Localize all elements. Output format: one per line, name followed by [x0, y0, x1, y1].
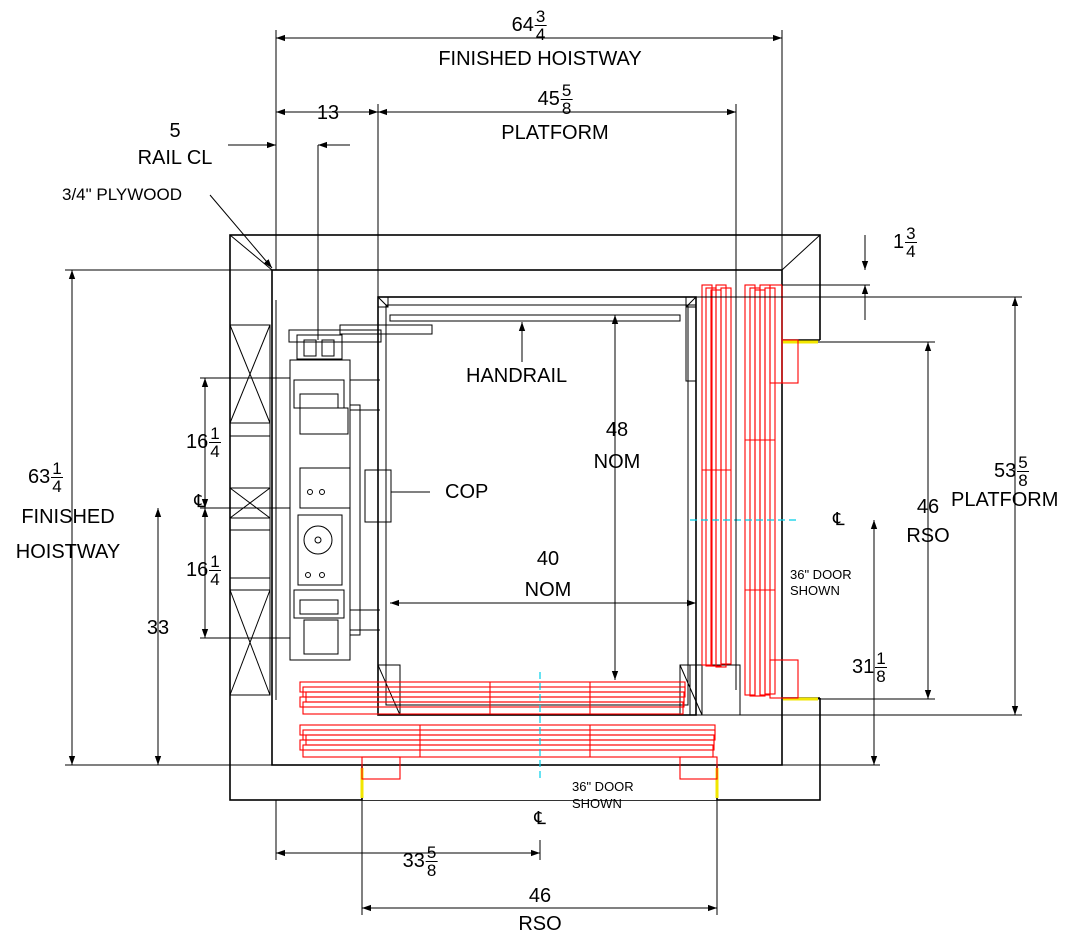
cop-note: COP — [445, 481, 489, 503]
rail-equipment — [288, 145, 430, 661]
cab-outline — [339, 296, 741, 716]
centerlines — [539, 519, 800, 780]
platform-depth-label: PLATFORM — [951, 489, 1059, 511]
rail-cl-label: RAIL CL — [137, 147, 213, 169]
side-rso-dim: 46 — [916, 496, 940, 518]
side-door-panels — [701, 284, 799, 699]
rail-centerline-symbol: ℄ — [194, 491, 206, 511]
hoistway-width-label: FINISHED HOISTWAY — [438, 48, 642, 70]
front-centerline-symbol: ℄ — [534, 808, 546, 828]
front-rso-label: RSO — [518, 913, 562, 935]
rail-cl-dim: 5 — [169, 120, 181, 142]
dimension-lines — [65, 30, 1022, 915]
front-rso-dim: 46 — [528, 885, 552, 907]
front-door-note-1: 36" DOOR — [572, 779, 634, 794]
side-rso-label: RSO — [906, 525, 950, 547]
side-centerline-symbol: ℄ — [833, 509, 845, 529]
cab-depth-label: NOM — [593, 451, 641, 473]
platform-width-label: PLATFORM — [501, 122, 609, 144]
rail-height-dim: 33 — [146, 617, 170, 639]
cab-width-dim: 40 — [536, 548, 560, 570]
handrail-note: HANDRAIL — [466, 365, 568, 387]
hoistway-depth-label-1: FINISHED — [21, 506, 115, 528]
side-door-note-2: SHOWN — [790, 583, 840, 598]
cab-depth-dim: 48 — [605, 419, 629, 441]
hoistway-walls — [229, 234, 821, 801]
handrail-bar — [389, 314, 681, 322]
plywood-note: 3/4" PLYWOOD — [62, 185, 183, 204]
front-door-panels — [299, 681, 718, 780]
rail-offset-dim: 13 — [316, 102, 340, 124]
cab-width-label: NOM — [524, 579, 572, 601]
side-door-note-1: 36" DOOR — [790, 567, 852, 582]
hoistway-depth-label-2: HOISTWAY — [15, 541, 121, 563]
front-door-note-2: SHOWN — [572, 796, 622, 811]
plywood-wall — [229, 300, 277, 700]
